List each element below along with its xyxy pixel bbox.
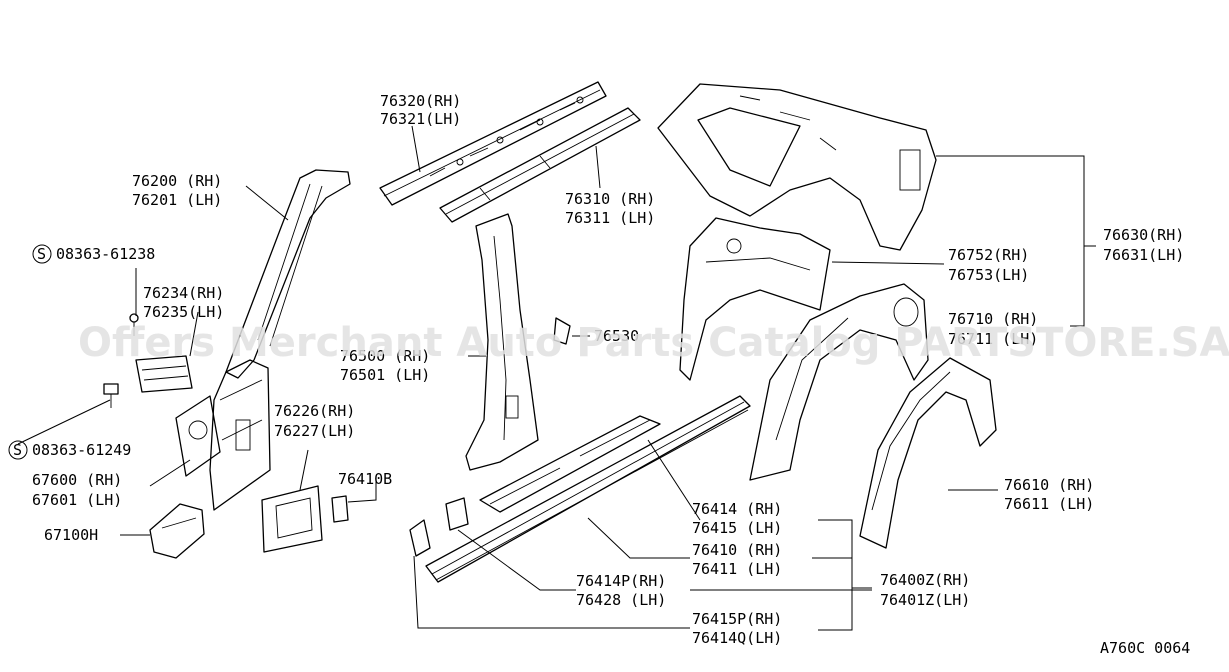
label-76610: 76610 (RH)	[1004, 476, 1094, 494]
label-76414: 76414 (RH)	[692, 500, 782, 518]
label-76415P: 76415P(RH)	[692, 610, 782, 628]
screw-lower	[103, 383, 119, 408]
label-67600: 67600 (RH)	[32, 471, 122, 489]
clip-76410B-part	[331, 495, 349, 523]
plate-76415P-part	[409, 519, 431, 557]
label-76410: 76410 (RH)	[692, 541, 782, 559]
label-76710: 76710 (RH)	[948, 310, 1038, 328]
label-76320: 76320(RH)	[380, 92, 461, 110]
label-76428: 76428 (LH)	[576, 591, 666, 609]
label-76711: 76711 (LH)	[948, 330, 1038, 348]
label-08363-61238: 08363-61238	[56, 245, 155, 263]
label-76500: 76500 (RH)	[340, 347, 430, 365]
roof-rail-inner-part	[379, 81, 607, 206]
label-76411: 76411 (LH)	[692, 560, 782, 578]
label-76310: 76310 (RH)	[565, 190, 655, 208]
wheel-house-outer-part	[749, 283, 929, 481]
leader-lines	[17, 125, 1096, 631]
rear-body-panel-part	[657, 83, 937, 251]
roof-side-rail-part	[439, 107, 641, 223]
label-76630: 76630(RH)	[1103, 226, 1184, 244]
screw-symbol-upper-text: S	[37, 245, 46, 263]
wheel-arch-part	[859, 357, 997, 549]
label-76415: 76415 (LH)	[692, 519, 782, 537]
label-76631: 76631(LH)	[1103, 246, 1184, 264]
label-76321: 76321(LH)	[380, 110, 461, 128]
label-67100H: 67100H	[44, 526, 98, 544]
screw-symbol-lower-text: S	[13, 441, 22, 459]
label-76501: 76501 (LH)	[340, 366, 430, 384]
bracket-part	[135, 355, 193, 393]
watermark-text: Offers Merchant Auto Parts Catalog PARTS…	[78, 320, 1229, 366]
label-76234: 76234(RH)	[143, 284, 224, 302]
label-76410B: 76410B	[338, 470, 392, 488]
screw-symbol-lower: S	[8, 440, 28, 460]
label-76530: 76530	[594, 327, 639, 345]
label-67601: 67601 (LH)	[32, 491, 122, 509]
label-76401Z: 76401Z(LH)	[880, 591, 970, 609]
lower-bracket-part	[149, 503, 205, 559]
screw-upper	[129, 313, 139, 336]
label-76400Z: 76400Z(RH)	[880, 571, 970, 589]
label-08363-61249: 08363-61249	[32, 441, 131, 459]
rear-inner-panel-part	[679, 217, 831, 381]
kick-panel-part	[261, 485, 323, 553]
label-76200: 76200 (RH)	[132, 172, 222, 190]
label-76611: 76611 (LH)	[1004, 495, 1094, 513]
screw-symbol-upper: S	[32, 244, 52, 264]
label-76752: 76752(RH)	[948, 246, 1029, 264]
label-76414P: 76414P(RH)	[576, 572, 666, 590]
diagram-code: A760C 0064	[1100, 639, 1190, 657]
label-76235: 76235(LH)	[143, 303, 224, 321]
center-pillar-part	[465, 213, 539, 471]
label-76201: 76201 (LH)	[132, 191, 222, 209]
plate-76414P-part	[445, 497, 469, 531]
label-76414Q: 76414Q(LH)	[692, 629, 782, 647]
small-bracket-76530-part	[553, 317, 571, 345]
hinge-reinforcement-part	[175, 395, 221, 477]
label-76311: 76311 (LH)	[565, 209, 655, 227]
label-76753: 76753(LH)	[948, 266, 1029, 284]
label-76227: 76227(LH)	[274, 422, 355, 440]
label-76226: 76226(RH)	[274, 402, 355, 420]
